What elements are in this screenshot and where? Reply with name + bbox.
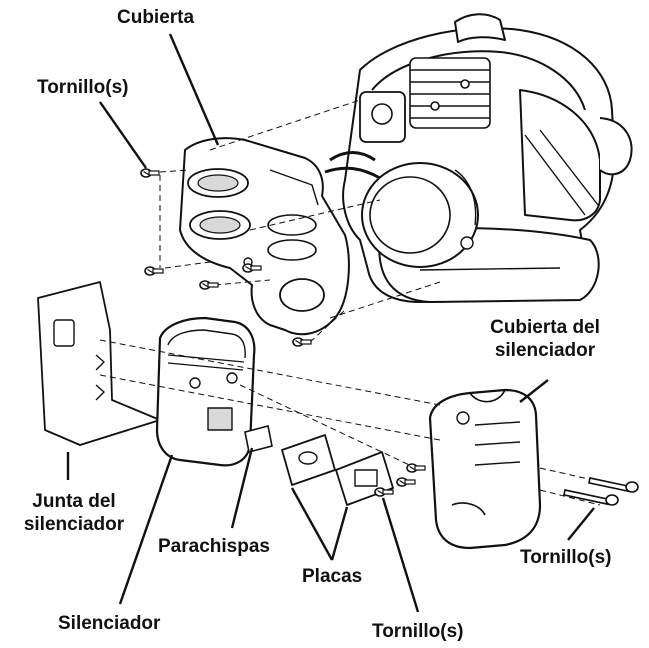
screw-icon [144,266,164,276]
muffler-part [155,316,256,467]
label-cover: Cubierta [117,7,195,28]
label-muffler-cover-line1: Cubierta del [490,317,600,338]
label-screws-bottom: Tornillo(s) [372,621,464,642]
screw-icon [199,280,219,290]
spark-arrestor-part [244,425,273,453]
engine-drawing [324,13,633,303]
screw-icon [406,463,426,473]
label-gasket: Junta del silenciador [4,490,144,536]
label-gasket-line2: silenciador [23,514,125,535]
label-muffler-cover-line2: silenciador [494,340,596,361]
alignment-lines-top [159,99,441,343]
gasket-part [37,281,161,446]
muffler-cover-part [428,388,542,550]
cover-part [179,137,350,336]
plates-part [281,434,394,506]
label-screws-top: Tornillo(s) [37,77,129,98]
label-screws-right: Tornillo(s) [520,547,612,568]
long-bolts [563,477,639,506]
screw-icon [396,477,416,487]
label-spark-arrestor: Parachispas [158,536,270,557]
label-muffler: Silenciador [58,613,161,634]
label-gasket-line1: Junta del [32,491,116,512]
leader-lines [66,33,595,613]
label-muffler-cover: Cubierta del silenciador [470,316,620,362]
screw-icon [292,337,312,347]
screw-icon [140,168,160,178]
label-plates: Placas [302,566,363,587]
